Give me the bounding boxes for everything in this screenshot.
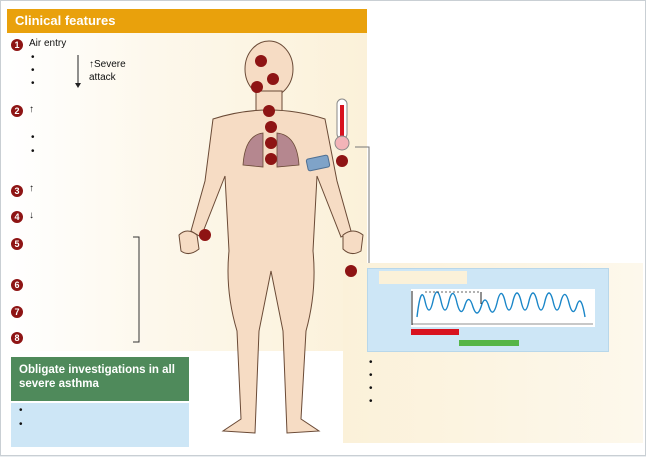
feature-markers — [199, 55, 357, 277]
thermometer-icon — [334, 98, 350, 151]
attack-label: attack — [89, 72, 116, 83]
monitoring-bullet: • — [369, 357, 373, 368]
severe-label: ↑Severe — [89, 59, 126, 70]
marker — [263, 105, 275, 117]
feature-bullet: • — [31, 52, 35, 63]
severe-attack-arrowhead — [75, 83, 81, 88]
feature-number-4: 4 — [11, 211, 23, 223]
monitoring-bullet: • — [369, 383, 373, 394]
feature-number-7: 7 — [11, 306, 23, 318]
investigation-bullet: • — [19, 419, 23, 430]
feature-number-5: 5 — [11, 238, 23, 250]
feature-air-entry: Air entry — [29, 38, 67, 49]
marker — [255, 55, 267, 67]
feature-bullet: • — [31, 78, 35, 89]
feature-bracket — [133, 236, 140, 343]
marker — [336, 155, 348, 167]
marker — [265, 153, 277, 165]
investigations-header: Obligate investigations in all severe as… — [11, 357, 189, 401]
monitoring-bullet: • — [369, 370, 373, 381]
inspiration-bar — [411, 329, 459, 335]
marker — [199, 229, 211, 241]
trace-label-bar — [379, 271, 467, 284]
feature-number-3: 3 — [11, 185, 23, 197]
lungs-icon — [242, 132, 300, 168]
feature-4-arrow: ↓ — [29, 210, 34, 221]
marker — [267, 73, 279, 85]
feature-2-arrow: ↑ — [29, 104, 34, 115]
feature-bullet: • — [31, 132, 35, 143]
clinical-features-header: Clinical features — [7, 9, 367, 33]
feature-bullet: • — [31, 65, 35, 76]
bp-cuff-icon — [305, 154, 331, 172]
feature-bullet: • — [31, 146, 35, 157]
marker — [265, 121, 277, 133]
feature-number-8: 8 — [11, 332, 23, 344]
expiration-bar — [459, 340, 519, 346]
investigations-box — [11, 403, 189, 447]
investigation-bullet: • — [19, 405, 23, 416]
marker — [251, 81, 263, 93]
marker — [345, 265, 357, 277]
connector-line — [355, 146, 370, 263]
pulse-trace-icon — [416, 291, 586, 318]
investigations-title: Obligate investigations in all severe as… — [19, 364, 175, 390]
clinical-features-title: Clinical features — [15, 13, 116, 28]
feature-number-1: 1 — [11, 39, 23, 51]
feature-3-arrow: ↑ — [29, 183, 34, 194]
feature-number-6: 6 — [11, 279, 23, 291]
feature-number-2: 2 — [11, 105, 23, 117]
marker — [265, 137, 277, 149]
monitoring-bullet: • — [369, 396, 373, 407]
